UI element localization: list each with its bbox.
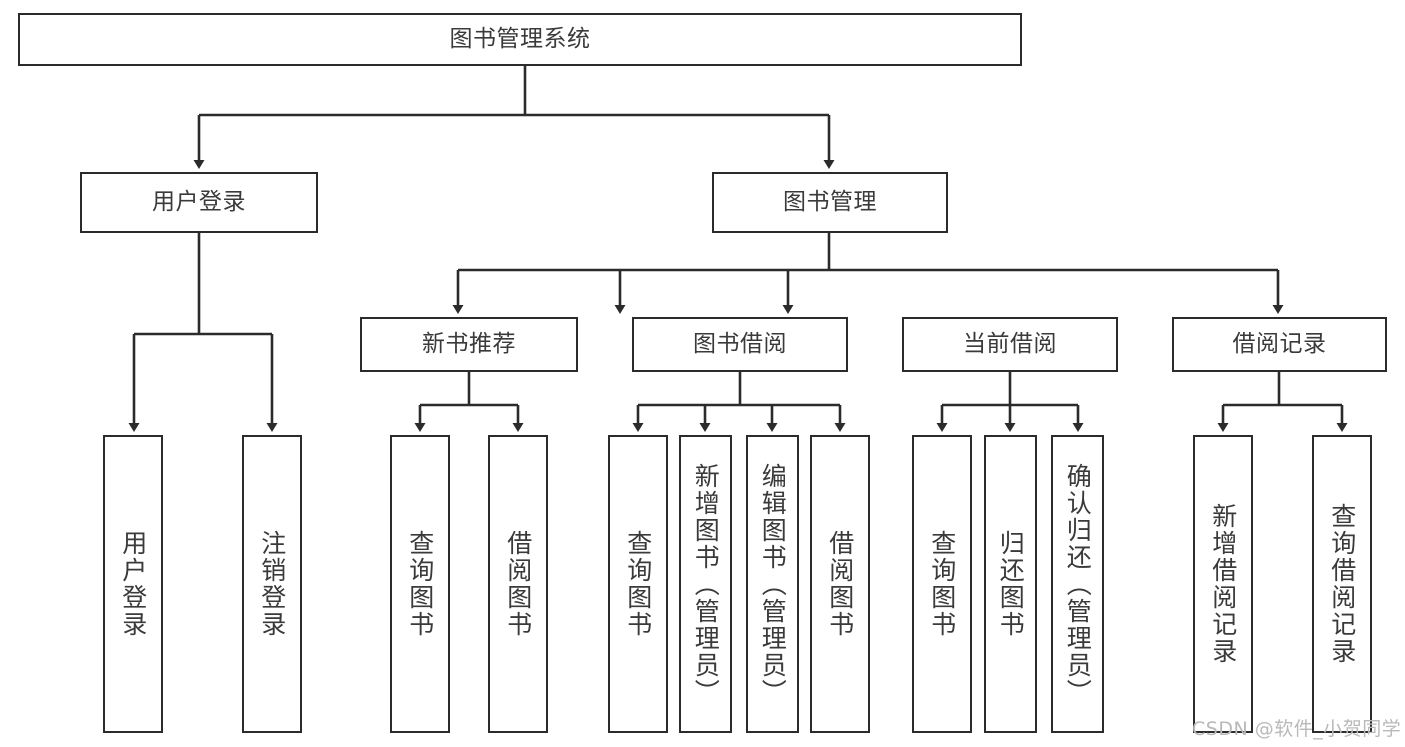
node-leaf-add-record-label: 新增借阅记录: [1208, 503, 1238, 665]
node-leaf-logout-login[interactable]: 注销登录: [242, 435, 302, 733]
node-leaf-add-book[interactable]: 新增图书（管理员）: [679, 435, 732, 733]
node-leaf-query-book-1[interactable]: 查询图书: [390, 435, 450, 733]
node-leaf-borrow-book-1[interactable]: 借阅图书: [488, 435, 548, 733]
node-user-login[interactable]: 用户登录: [80, 172, 318, 233]
node-leaf-borrow-book-1-label: 借阅图书: [503, 530, 533, 638]
node-user-login-label: 用户登录: [152, 188, 246, 215]
node-leaf-query-record[interactable]: 查询借阅记录: [1312, 435, 1372, 733]
node-leaf-return-book[interactable]: 归还图书: [984, 435, 1037, 733]
node-leaf-add-book-label: 新增图书（管理员）: [691, 462, 721, 706]
node-borrow-record[interactable]: 借阅记录: [1172, 317, 1387, 372]
node-leaf-user-login-label: 用户登录: [118, 530, 148, 638]
node-new-book-recommend[interactable]: 新书推荐: [360, 317, 578, 372]
node-leaf-user-login[interactable]: 用户登录: [103, 435, 163, 733]
csdn-watermark: CSDN @软件_小贺同学: [1192, 718, 1402, 740]
node-book-borrow-label: 图书借阅: [693, 330, 787, 357]
node-root-system-label: 图书管理系统: [449, 25, 591, 52]
node-leaf-borrow-book-2[interactable]: 借阅图书: [810, 435, 870, 733]
node-root-system[interactable]: 图书管理系统: [18, 13, 1022, 66]
node-leaf-confirm-return-label: 确认归还（管理员）: [1063, 462, 1093, 706]
node-book-manage-label: 图书管理: [783, 188, 877, 215]
node-leaf-edit-book-label: 编辑图书（管理员）: [758, 462, 788, 706]
node-leaf-return-book-label: 归还图书: [996, 530, 1026, 638]
node-current-borrow-label: 当前借阅: [963, 330, 1057, 357]
node-leaf-add-record[interactable]: 新增借阅记录: [1193, 435, 1253, 733]
node-borrow-record-label: 借阅记录: [1232, 330, 1327, 357]
node-leaf-query-book-1-label: 查询图书: [405, 530, 435, 638]
node-leaf-query-book-3-label: 查询图书: [927, 530, 957, 638]
node-leaf-logout-login-label: 注销登录: [257, 530, 287, 638]
node-leaf-confirm-return[interactable]: 确认归还（管理员）: [1051, 435, 1104, 733]
node-leaf-query-record-label: 查询借阅记录: [1327, 503, 1357, 665]
node-leaf-query-book-3[interactable]: 查询图书: [912, 435, 972, 733]
node-current-borrow[interactable]: 当前借阅: [902, 317, 1118, 372]
node-book-manage[interactable]: 图书管理: [712, 172, 948, 233]
node-leaf-edit-book[interactable]: 编辑图书（管理员）: [746, 435, 799, 733]
node-leaf-borrow-book-2-label: 借阅图书: [825, 530, 855, 638]
node-book-borrow[interactable]: 图书借阅: [632, 317, 848, 372]
node-leaf-query-book-2-label: 查询图书: [623, 530, 653, 638]
node-leaf-query-book-2[interactable]: 查询图书: [608, 435, 668, 733]
node-new-book-recommend-label: 新书推荐: [422, 330, 516, 357]
